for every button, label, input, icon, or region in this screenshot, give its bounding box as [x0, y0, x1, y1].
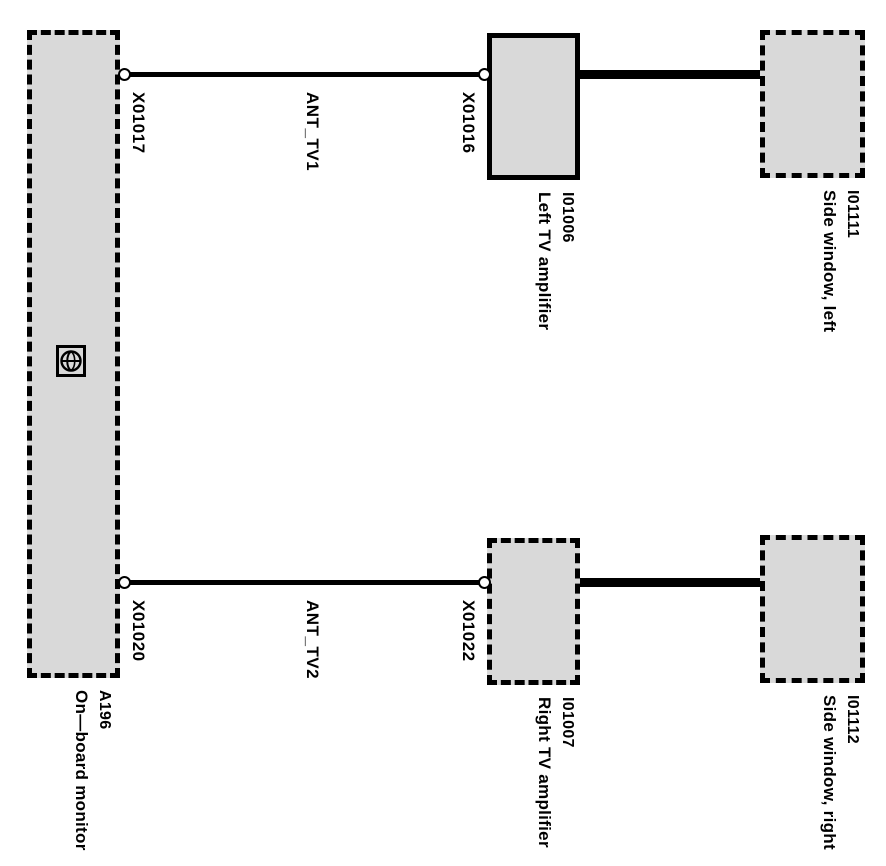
- connector-label-x01022: X01022: [459, 600, 478, 662]
- component-on-board-monitor[interactable]: [27, 30, 120, 678]
- component-desc-on-board-monitor: On—board monitor: [72, 690, 91, 851]
- wire-ant-tv1: [120, 72, 490, 77]
- wire-right-amp-to-side-window-right: [578, 578, 766, 587]
- component-ident-on-board-monitor: A196: [96, 690, 113, 730]
- connector-x01020[interactable]: [118, 576, 131, 589]
- connector-x01016[interactable]: [478, 68, 491, 81]
- component-side-window-left[interactable]: [760, 30, 865, 178]
- connector-label-x01020: X01020: [129, 600, 148, 662]
- component-side-window-right[interactable]: [760, 535, 865, 683]
- component-ident-right-tv-amplifier: I01007: [559, 697, 576, 748]
- wire-ant-tv2: [120, 580, 490, 585]
- net-label-ant-tv2: ANT_TV2: [303, 600, 322, 680]
- connector-x01017[interactable]: [118, 68, 131, 81]
- wire-left-amp-to-side-window-left: [578, 70, 766, 79]
- component-desc-left-tv-amplifier: Left TV amplifier: [535, 192, 554, 331]
- component-left-tv-amplifier[interactable]: [487, 33, 580, 180]
- component-ident-side-window-right: I01112: [844, 695, 861, 744]
- component-right-tv-amplifier[interactable]: [487, 538, 580, 685]
- component-desc-side-window-left: Side window, left: [820, 190, 839, 333]
- component-desc-right-tv-amplifier: Right TV amplifier: [535, 697, 554, 848]
- globe-monitor-icon: [56, 345, 86, 377]
- connector-label-x01017: X01017: [129, 92, 148, 154]
- connector-x01022[interactable]: [478, 576, 491, 589]
- component-ident-side-window-left: I01111: [844, 190, 861, 239]
- connector-label-x01016: X01016: [459, 92, 478, 154]
- component-ident-left-tv-amplifier: I01006: [559, 192, 576, 243]
- component-desc-side-window-right: Side window, right: [820, 695, 839, 850]
- net-label-ant-tv1: ANT_TV1: [303, 92, 322, 172]
